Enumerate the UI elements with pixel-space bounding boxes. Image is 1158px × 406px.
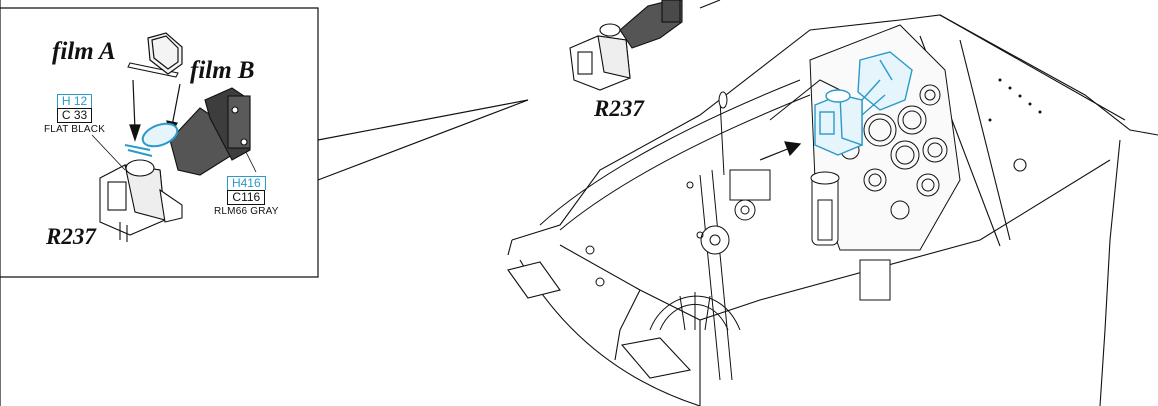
film-a-label: film A — [52, 38, 116, 65]
gunsight-detail — [99, 87, 251, 242]
detail-inset — [0, 0, 529, 406]
cockpit-interior — [539, 24, 961, 381]
paint-flat-black: H 12 C 33 FLAT BLACK — [44, 94, 105, 135]
zoom-line-lower — [317, 99, 529, 181]
paint-c-code: C116 — [227, 190, 266, 205]
zoom-line-upper — [317, 99, 529, 141]
paint-h-code: H 12 — [56, 94, 93, 108]
paint-name: FLAT BLACK — [44, 124, 106, 135]
part-number-detail: R237 — [46, 224, 96, 249]
film-b-label: film B — [190, 57, 255, 84]
paint-c-code: C 33 — [56, 108, 93, 123]
paint-rlm66-gray: H416 C116 RLM66 GRAY — [214, 176, 279, 217]
gunsight-installed — [814, 51, 913, 156]
paint-name: RLM66 GRAY — [214, 206, 279, 217]
aircraft-install-arrow — [759, 141, 802, 161]
part-number-main: R237 — [594, 96, 644, 121]
paint-h-code: H416 — [226, 176, 266, 190]
fuselage — [507, 14, 1158, 406]
paint-leaders — [91, 134, 257, 173]
gunsight-top-view — [569, 0, 721, 91]
film-b-part — [147, 32, 183, 75]
